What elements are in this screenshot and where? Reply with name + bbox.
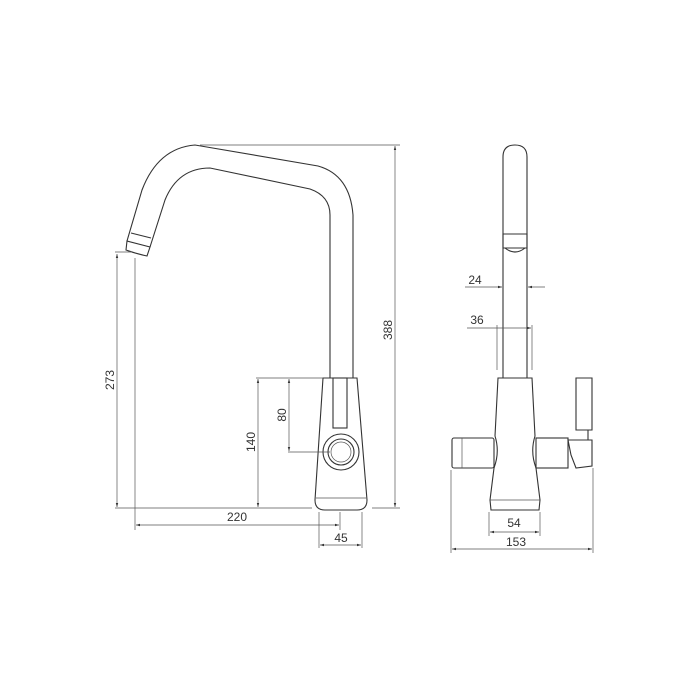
dim-153: 153 bbox=[506, 535, 526, 549]
dim-388: 388 bbox=[381, 320, 395, 340]
dim-220: 220 bbox=[227, 510, 247, 524]
aerator bbox=[125, 232, 152, 257]
spout-outer bbox=[126, 144, 354, 378]
left-handle bbox=[451, 437, 495, 469]
aerator-front bbox=[502, 233, 528, 253]
dim-54: 54 bbox=[507, 516, 521, 530]
spout-front bbox=[502, 144, 528, 378]
body bbox=[314, 377, 368, 511]
side-lever bbox=[567, 377, 593, 469]
side-view: 388 273 140 80 220 45 bbox=[103, 144, 400, 548]
body-front bbox=[489, 377, 541, 511]
dim-36: 36 bbox=[470, 313, 484, 327]
dim-45: 45 bbox=[334, 531, 348, 545]
dim-24: 24 bbox=[468, 273, 482, 287]
dim-80: 80 bbox=[275, 408, 289, 422]
dim-273: 273 bbox=[103, 370, 117, 390]
front-view: 24 36 54 153 bbox=[450, 144, 594, 553]
lever-slot bbox=[332, 377, 348, 429]
right-handle bbox=[535, 437, 569, 469]
dim-140: 140 bbox=[244, 432, 258, 452]
spout-inner bbox=[149, 167, 331, 378]
